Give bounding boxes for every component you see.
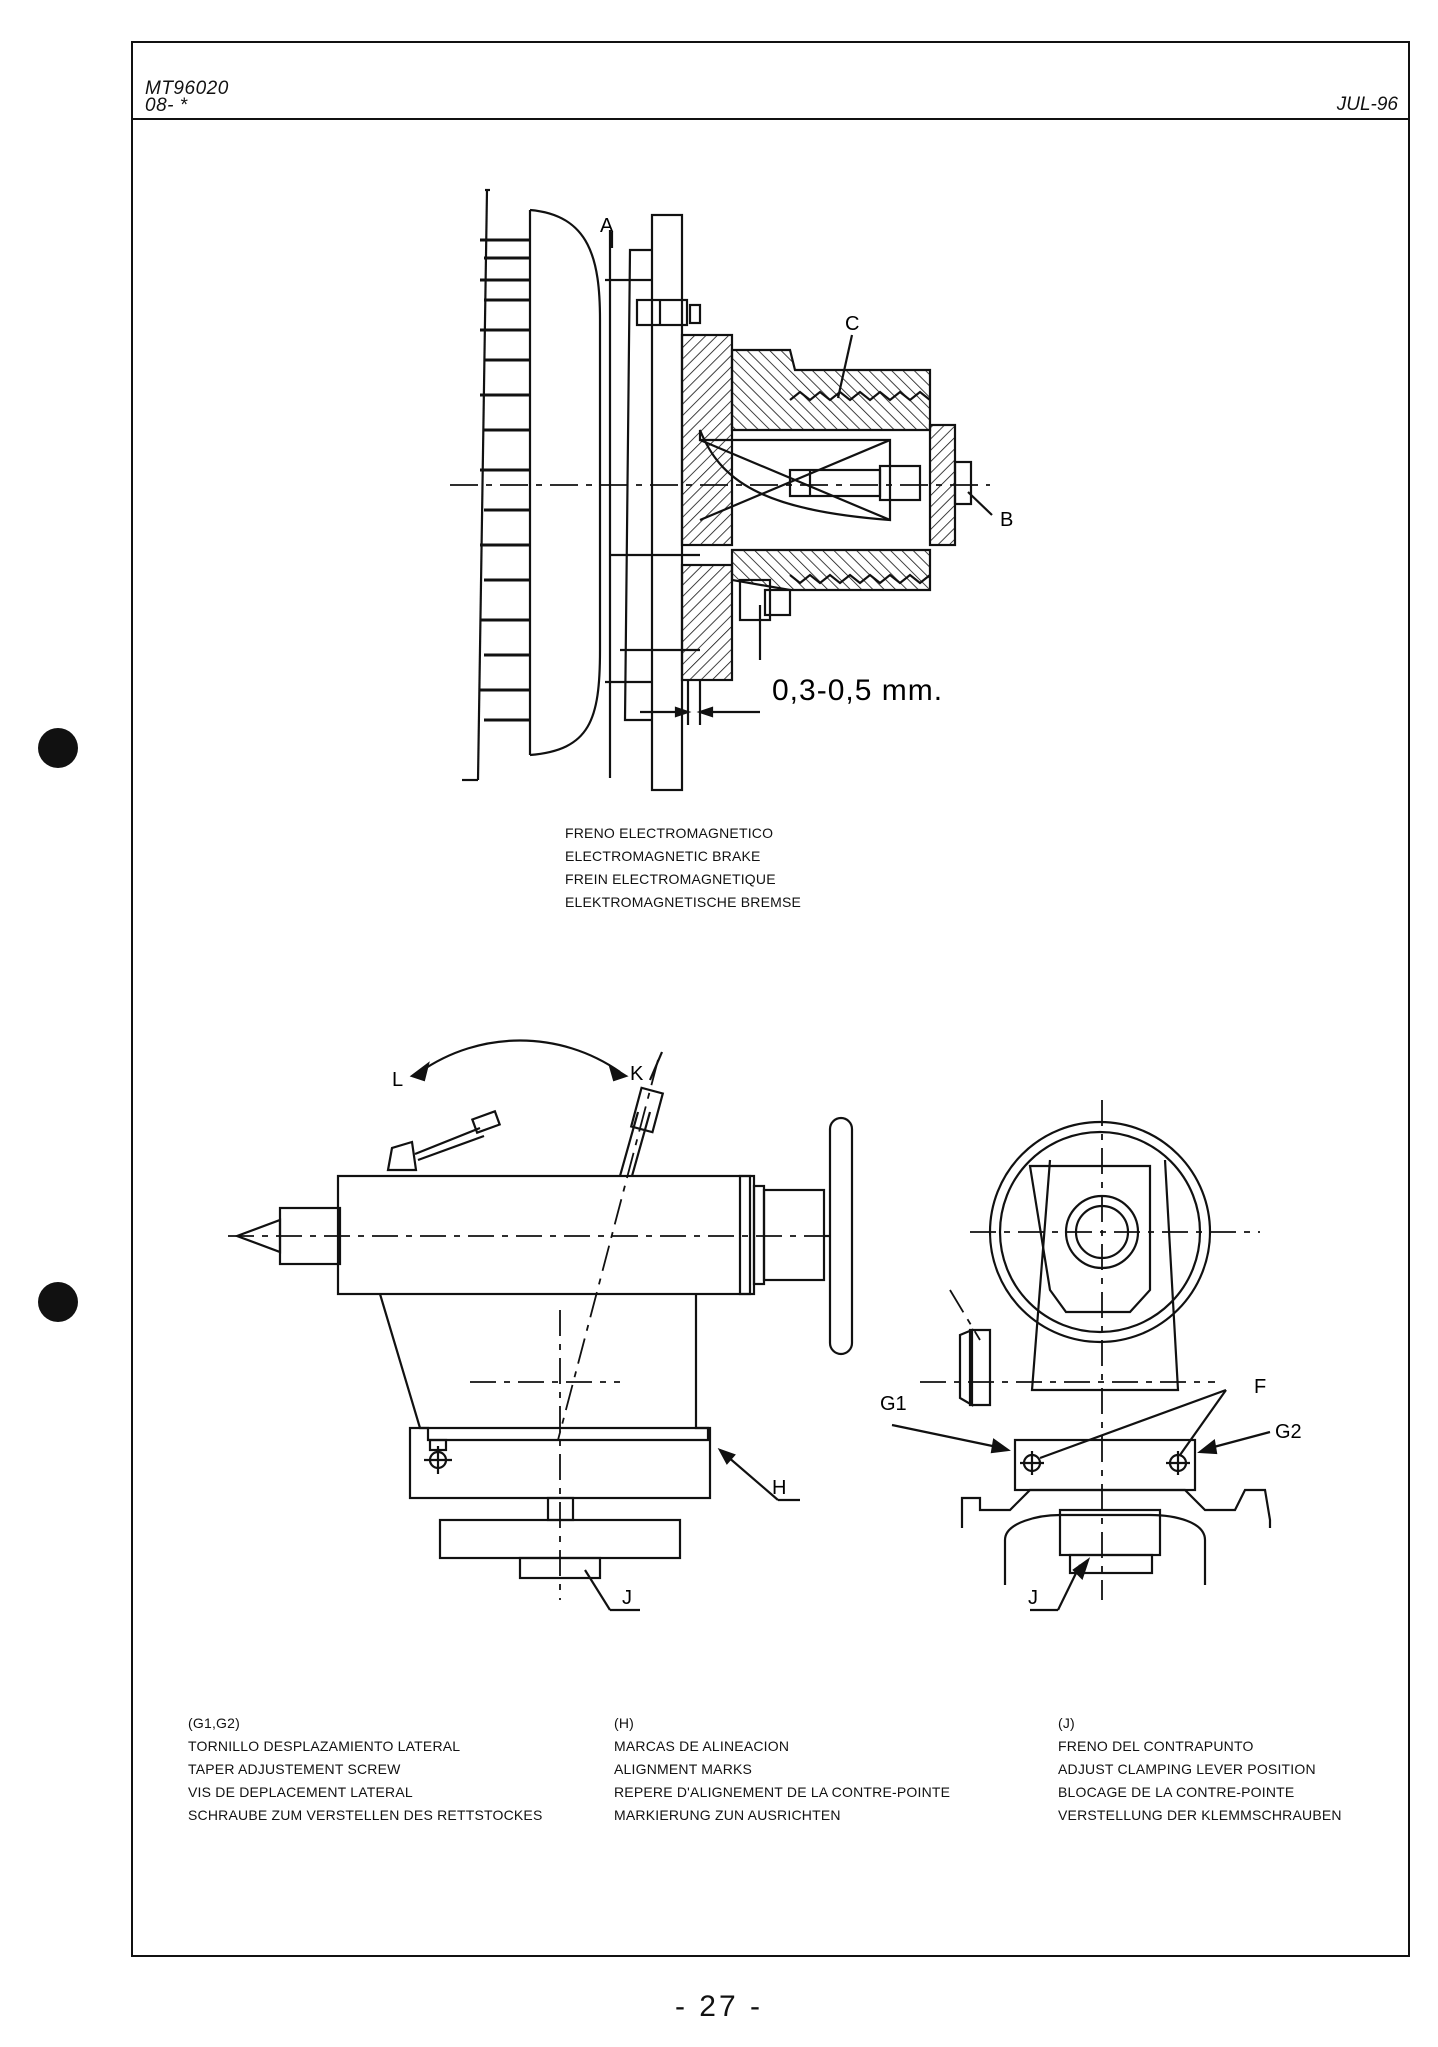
caption-h-en: ALIGNMENT MARKS [614,1761,753,1777]
binder-hole-bottom [38,1282,78,1322]
caption-j-fr: BLOCAGE DE LA CONTRE-POINTE [1058,1784,1295,1800]
caption-j-key: (J) [1058,1715,1075,1731]
tailstock-drawing: L K H J F G1 G2 J [228,1039,1302,1612]
label-c: C [845,313,859,335]
brake-caption-en: ELECTROMAGNETIC BRAKE [565,848,761,864]
caption-j: (J) FRENO DEL CONTRAPUNTO ADJUST CLAMPIN… [1058,1712,1342,1827]
brake-drawing: A C B 0,3-0,5 mm. [450,188,1013,792]
page-number: - 27 - [674,1990,764,2023]
label-k: K [630,1063,644,1085]
caption-g1g2-fr: VIS DE DEPLACEMENT LATERAL [188,1784,413,1800]
caption-j-en: ADJUST CLAMPING LEVER POSITION [1058,1761,1316,1777]
caption-j-es: FRENO DEL CONTRAPUNTO [1058,1738,1254,1754]
brake-caption: FRENO ELECTROMAGNETICO ELECTROMAGNETIC B… [565,822,801,914]
document-code-line2: 08- * [145,95,188,116]
caption-g1g2-key: (G1,G2) [188,1715,240,1731]
caption-h-key: (H) [614,1715,635,1731]
caption-g1g2-en: TAPER ADJUSTEMENT SCREW [188,1761,401,1777]
label-h: H [772,1477,786,1499]
header-divider [131,118,1410,120]
label-f: F [1254,1376,1266,1398]
label-g1: G1 [880,1393,907,1415]
binder-hole-top [38,728,78,768]
dimension-gap: 0,3-0,5 mm. [772,674,943,707]
label-j-front: J [1028,1587,1038,1609]
label-a: A [600,215,614,237]
page-frame [131,41,1410,1957]
caption-g1g2-de: SCHRAUBE ZUM VERSTELLEN DES RETTSTOCKES [188,1807,543,1823]
label-g2: G2 [1275,1421,1302,1443]
caption-h-de: MARKIERUNG ZUN AUSRICHTEN [614,1807,841,1823]
label-l: L [392,1069,403,1091]
label-j-side: J [622,1587,632,1609]
document-date: JUL-96 [1336,94,1398,115]
caption-h-es: MARCAS DE ALINEACION [614,1738,790,1754]
document-code-line1: MT96020 [145,78,229,99]
brake-caption-fr: FREIN ELECTROMAGNETIQUE [565,871,776,887]
caption-g1g2-es: TORNILLO DESPLAZAMIENTO LATERAL [188,1738,461,1754]
label-b: B [1000,509,1013,531]
brake-caption-es: FRENO ELECTROMAGNETICO [565,825,774,841]
caption-h: (H) MARCAS DE ALINEACION ALIGNMENT MARKS… [614,1712,950,1827]
document-code: MT96020 08- * [145,78,229,116]
brake-caption-de: ELEKTROMAGNETISCHE BREMSE [565,894,802,910]
caption-g1g2: (G1,G2) TORNILLO DESPLAZAMIENTO LATERAL … [188,1712,543,1827]
caption-j-de: VERSTELLUNG DER KLEMMSCHRAUBEN [1058,1807,1342,1823]
caption-h-fr: REPERE D'ALIGNEMENT DE LA CONTRE-POINTE [614,1784,951,1800]
